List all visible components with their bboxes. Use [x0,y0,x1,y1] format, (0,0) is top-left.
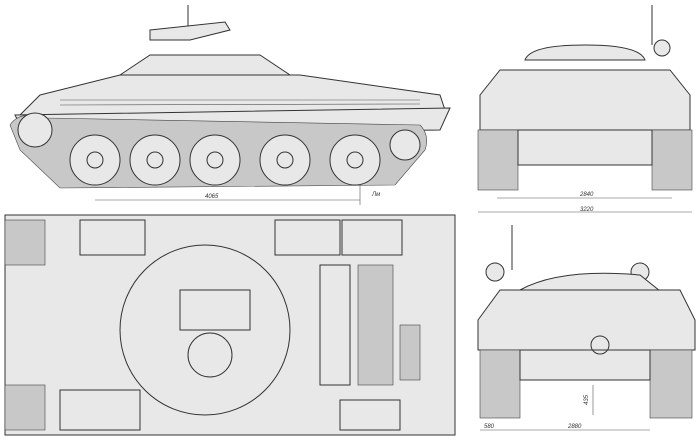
rear-view: 435 580 2880 [477,225,696,431]
idler-wheel [389,129,421,161]
turret-ring [119,244,291,416]
dim-rear-track-width: 580 [484,424,495,430]
engine-grille [357,264,394,386]
dim-front-track: 2840 [579,192,594,198]
side-view: 4065 Лм [9,5,451,205]
rear-left-track [479,349,521,419]
road-wheels [69,134,381,186]
rear-hull [477,289,696,351]
dim-rear-clearance: 435 [584,394,590,405]
dim-side-marker: Лм [371,192,380,198]
front-view: 2840 3220 [477,5,693,213]
dim-front-width: 3220 [580,207,594,213]
left-track [477,129,519,191]
top-view [4,214,456,436]
front-turret [524,44,646,61]
missile-launcher [149,21,231,41]
dim-rear-span: 2880 [567,424,582,430]
right-track [651,129,693,191]
drive-sprocket [17,112,53,148]
dim-side-length: 4065 [205,194,219,200]
front-hull [479,69,691,131]
rear-right-track [649,349,693,419]
turret [118,54,292,76]
